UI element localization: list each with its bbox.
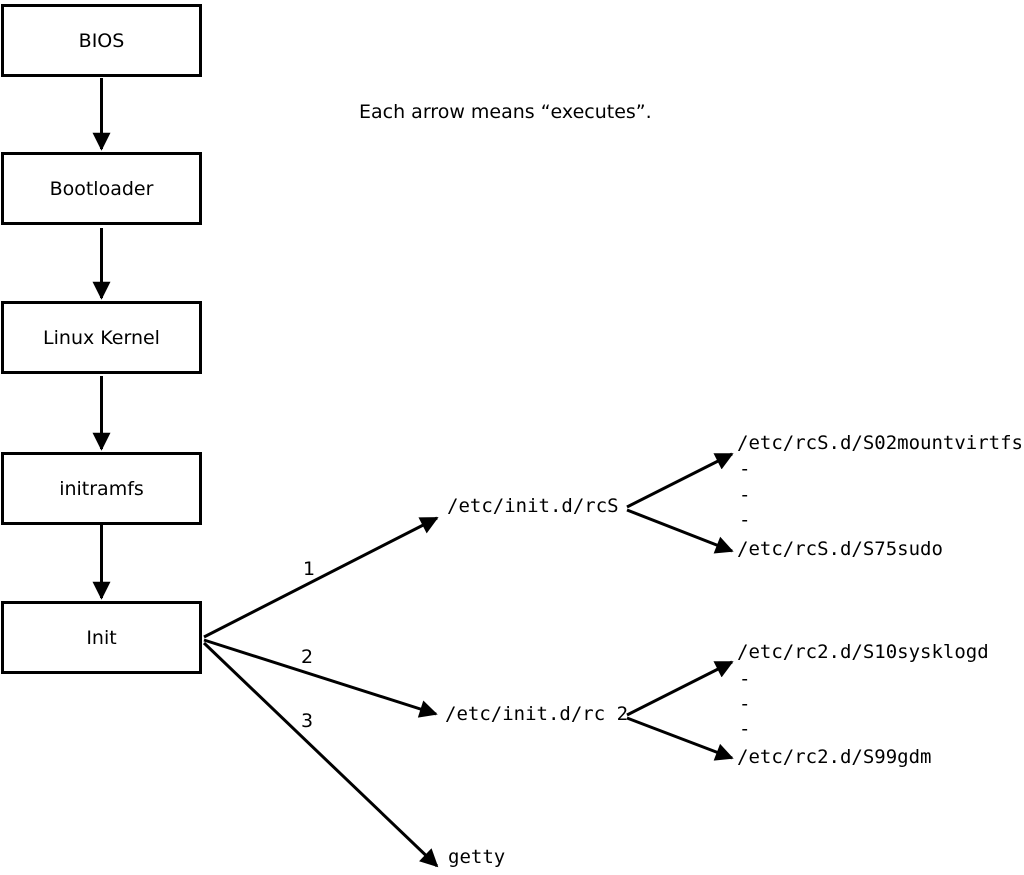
node-getty: getty [448,846,506,868]
node-rcS-d-S02mountvirtfs: /etc/rcS.d/S02mountvirtfs [737,432,1023,454]
rc2-ellipsis-dash: - [739,693,751,715]
branch-number-1: 1 [303,558,316,580]
legend-note: Each arrow means “executes”. [359,101,652,123]
arrow-init-to-rcS [203,516,439,639]
arrow-init-to-getty [202,641,439,868]
arrow-rc2-to-last [626,716,734,761]
node-initramfs: initramfs [1,452,202,525]
node-init: Init [1,601,202,674]
node-etc-init-d-rcS: /etc/init.d/rcS [447,495,619,517]
arrow-init-to-rc2 [203,638,438,718]
branch-number-2: 2 [301,646,314,668]
rcS-ellipsis-dash: - [739,484,751,506]
node-rc2-d-S99gdm: /etc/rc2.d/S99gdm [737,746,932,768]
node-linux-kernel: Linux Kernel [1,301,202,374]
node-rcS-d-S75sudo: /etc/rcS.d/S75sudo [737,538,943,560]
node-etc-init-d-rc2: /etc/init.d/rc 2 [445,703,629,725]
arrow-rcS-to-last [626,508,734,554]
node-bios-label: BIOS [78,29,125,52]
node-bootloader: Bootloader [1,152,202,225]
rc2-ellipsis-dash: - [739,668,751,690]
node-initramfs-label: initramfs [59,477,144,500]
rcS-ellipsis-dash: - [739,509,751,531]
node-bootloader-label: Bootloader [49,177,154,200]
node-bios: BIOS [1,4,202,77]
arrow-rc2-to-first [626,660,734,717]
branch-number-3: 3 [301,710,314,732]
arrow-rcS-to-first [626,452,734,509]
rc2-ellipsis-dash: - [739,718,751,740]
node-rc2-d-S10sysklogd: /etc/rc2.d/S10sysklogd [737,641,989,663]
node-init-label: Init [86,626,117,649]
node-linux-kernel-label: Linux Kernel [43,326,160,349]
rcS-ellipsis-dash: - [739,458,751,480]
